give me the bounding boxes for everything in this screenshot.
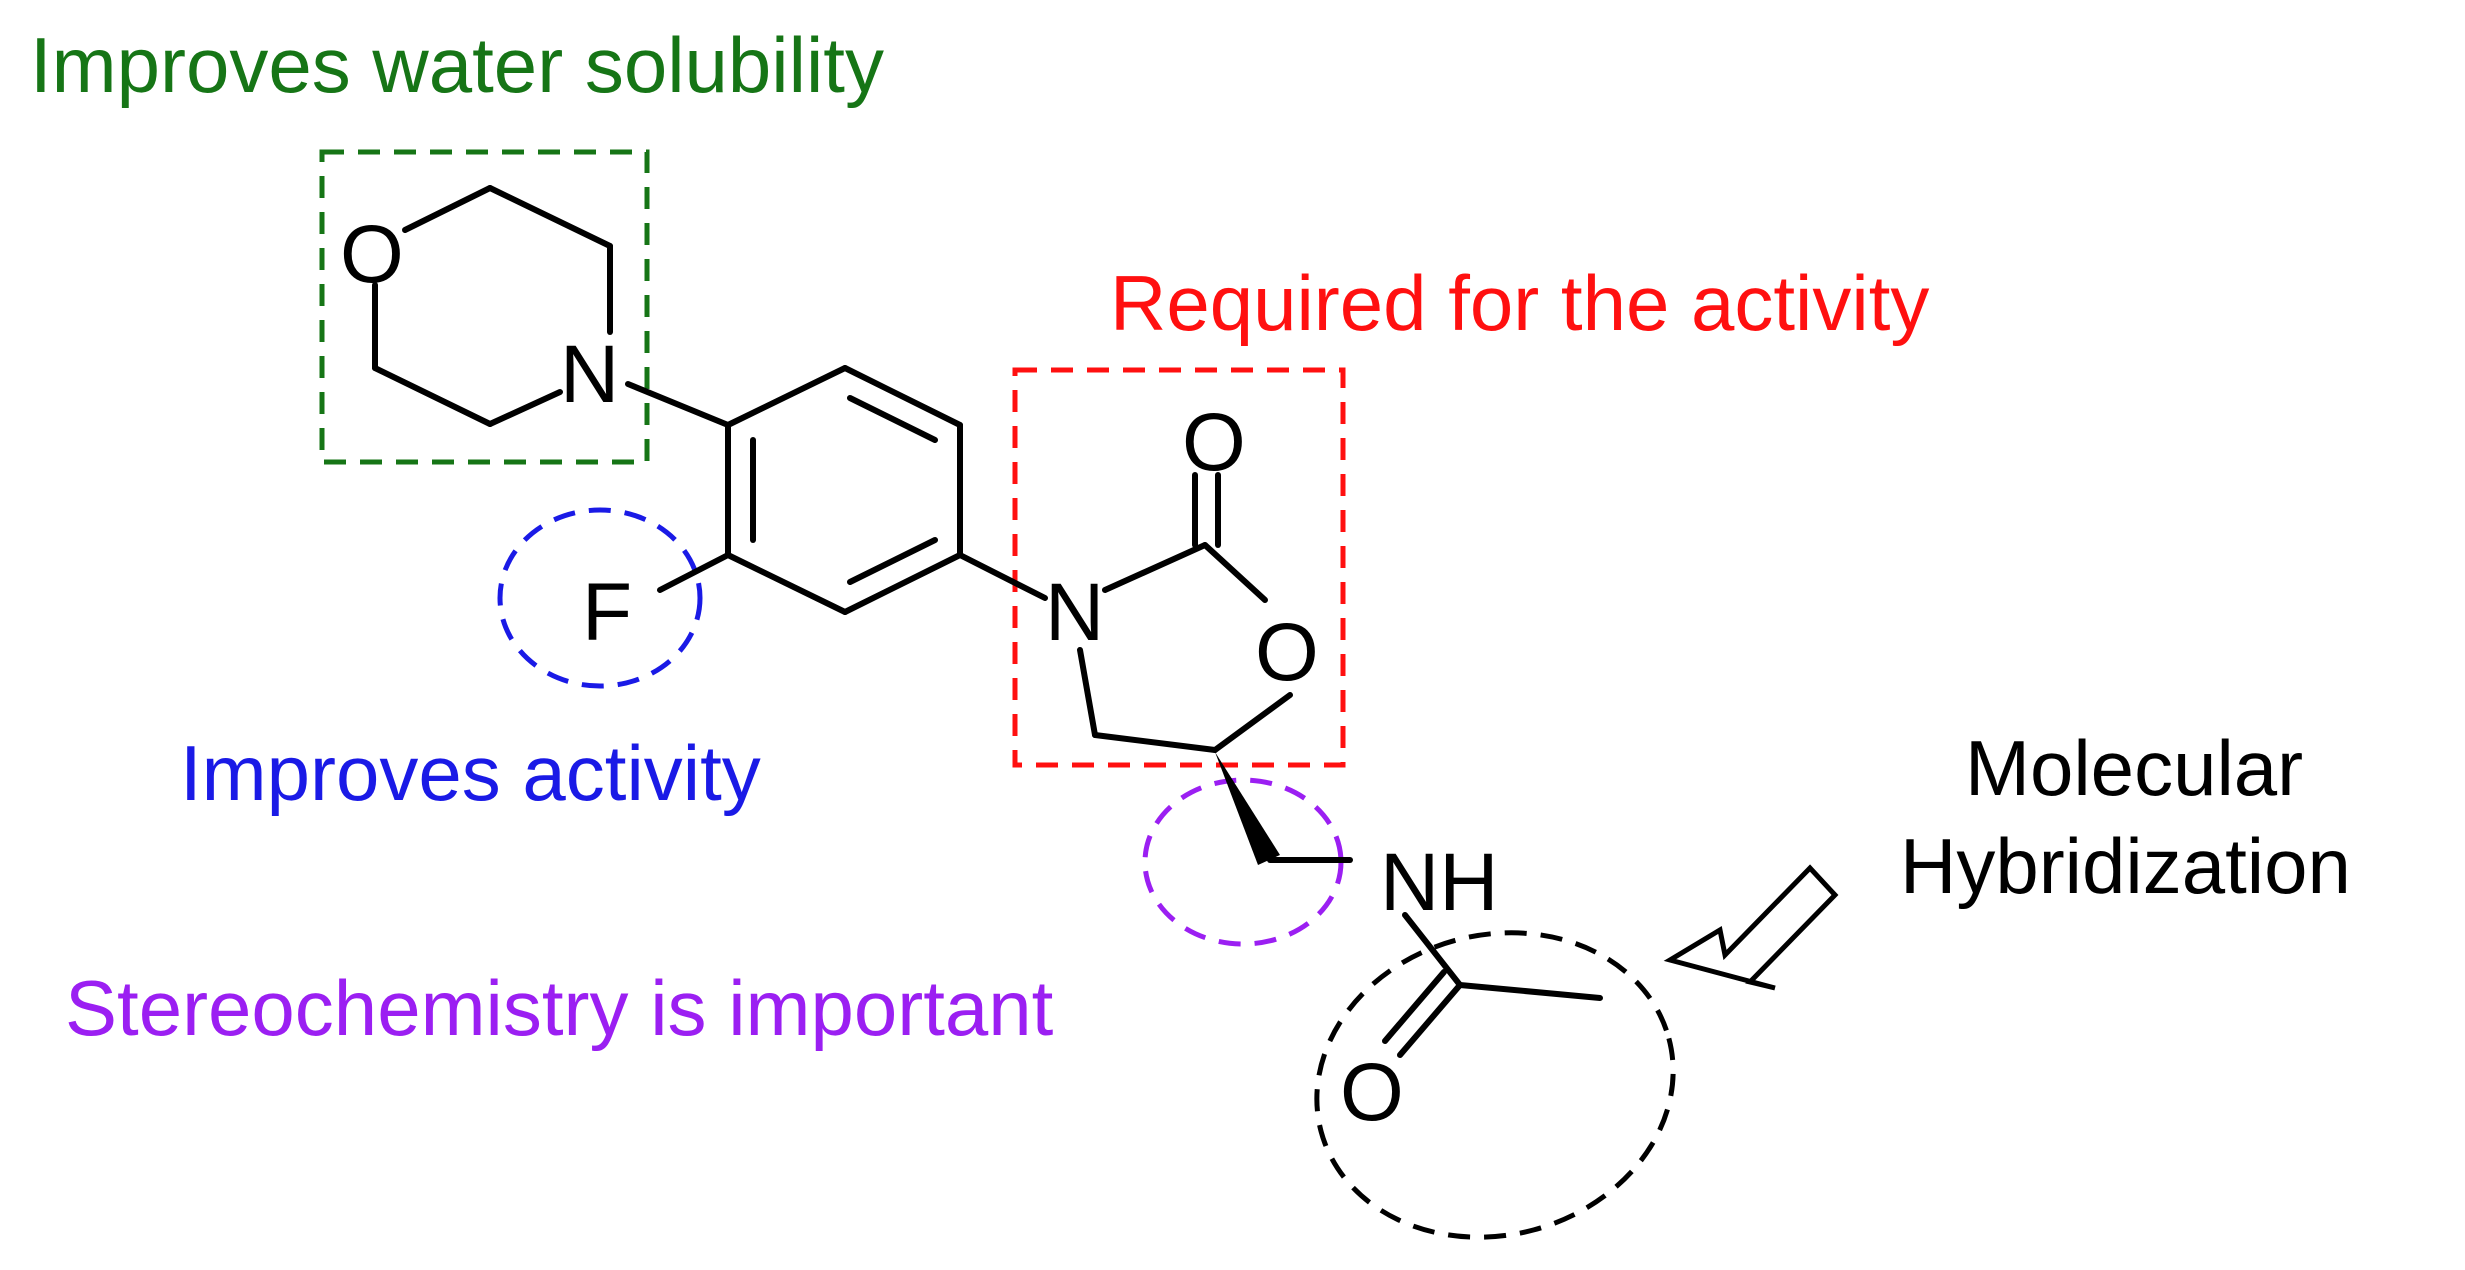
annotation-water-solubility: Improves water solubility	[30, 21, 884, 109]
fluorine-atom: F	[582, 567, 632, 658]
annotation-required-activity: Required for the activity	[1110, 259, 1929, 347]
bond	[625, 381, 731, 428]
carbonyl-oxygen: O	[1182, 397, 1246, 488]
stereo-wedge-bond	[1215, 752, 1280, 865]
bond	[725, 365, 848, 428]
bond	[487, 389, 563, 427]
bond	[372, 365, 493, 427]
annotation-improves-activity: Improves activity	[180, 729, 761, 817]
morpholine-highlight-box	[319, 149, 650, 465]
bond	[847, 395, 938, 443]
annotation-hybridization: Hybridization	[1900, 822, 2351, 910]
amide-nh: NH	[1380, 837, 1498, 928]
bond	[1092, 732, 1218, 753]
bond	[847, 537, 938, 585]
bond	[487, 185, 613, 249]
annotation-stereochemistry: Stereochemistry is important	[65, 964, 1054, 1052]
bond	[1457, 982, 1603, 1001]
annotation-molecular: Molecular	[1965, 724, 2303, 812]
bond	[1397, 982, 1463, 1058]
bond	[1102, 542, 1208, 593]
bond	[1202, 542, 1268, 603]
morpholine-nitrogen: N	[560, 329, 619, 420]
bond	[1077, 647, 1098, 738]
oxazolidinone-highlight-box	[1012, 367, 1346, 768]
bond	[657, 552, 731, 593]
amide-oxygen: O	[1340, 1047, 1404, 1138]
bond	[725, 552, 848, 615]
hybridization-arrow	[1663, 864, 1839, 991]
bond	[402, 185, 493, 233]
oxazolidinone-nitrogen: N	[1045, 567, 1104, 658]
bond	[1382, 969, 1447, 1044]
acetamide-highlight-circle	[1314, 930, 1676, 1240]
fluorine-highlight-circle	[497, 507, 703, 689]
morpholine-oxygen: O	[340, 209, 404, 300]
bond	[842, 552, 963, 615]
bond	[1212, 692, 1293, 753]
bond	[1402, 912, 1463, 988]
ring-oxygen: O	[1255, 607, 1319, 698]
bond	[957, 552, 1048, 601]
bond	[842, 365, 963, 428]
